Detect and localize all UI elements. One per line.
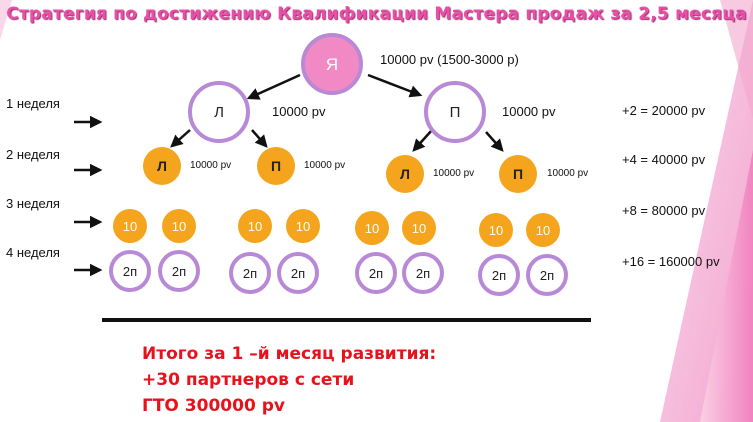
level3-node: 10 xyxy=(355,211,389,245)
level3-node-label: 10 xyxy=(123,219,137,234)
total-week-4: +16 = 160000 pv xyxy=(622,254,720,269)
root-node: Я xyxy=(301,33,363,95)
level4-node-label: 2п xyxy=(123,264,137,279)
level1-left-value: 10000 pv xyxy=(272,104,326,119)
level2-node-1: Л xyxy=(143,147,181,185)
level3-node: 10 xyxy=(162,209,196,243)
level3-node: 10 xyxy=(402,211,436,245)
total-week-2: +4 = 40000 pv xyxy=(622,152,706,167)
level4-node-label: 2п xyxy=(492,268,506,283)
level4-node: 2п xyxy=(229,252,271,294)
level4-node: 2п xyxy=(478,254,520,296)
level2-node-4-label: П xyxy=(513,166,523,182)
level3-node: 10 xyxy=(286,209,320,243)
arrow-left-to-p xyxy=(251,129,268,148)
total-week-1: +2 = 20000 pv xyxy=(622,103,706,118)
level1-node-left-label: Л xyxy=(214,104,224,121)
level1-node-right: П xyxy=(424,81,486,143)
level4-node-label: 2п xyxy=(416,266,430,281)
level1-right-value: 10000 pv xyxy=(502,104,556,119)
level3-node: 10 xyxy=(526,213,560,247)
level3-node-label: 10 xyxy=(489,223,503,238)
level3-node: 10 xyxy=(479,213,513,247)
level4-node: 2п xyxy=(277,252,319,294)
level4-node-label: 2п xyxy=(540,268,554,283)
level3-node-label: 10 xyxy=(365,221,379,236)
root-value-label: 10000 pv (1500-3000 р) xyxy=(380,52,519,67)
level4-node-label: 2п xyxy=(291,266,305,281)
slide-title: Стратегия по достижению Квалификации Мас… xyxy=(6,4,747,24)
level3-node: 10 xyxy=(113,209,147,243)
arrow-root-to-right xyxy=(367,73,423,98)
level2-node-3: Л xyxy=(386,155,424,193)
level1-node-left: Л xyxy=(188,81,250,143)
root-node-label: Я xyxy=(326,55,338,74)
week-2-label: 2 неделя xyxy=(6,147,60,162)
level3-node-label: 10 xyxy=(412,221,426,236)
level2-node-3-label: Л xyxy=(400,166,410,182)
arrow-root-to-left xyxy=(246,73,301,100)
total-week-3: +8 = 80000 pv xyxy=(622,203,706,218)
level2-4-value: 10000 pv xyxy=(547,168,589,179)
decor-right-shape-3 xyxy=(720,0,753,120)
decor-right-shape-2 xyxy=(700,150,753,422)
level3-node-label: 10 xyxy=(248,219,262,234)
level3-node: 10 xyxy=(238,209,272,243)
arrow-left-to-l xyxy=(170,129,191,148)
level4-node: 2п xyxy=(402,252,444,294)
week-4-label: 4 неделя xyxy=(6,245,60,260)
level2-node-2: П xyxy=(257,147,295,185)
arrow-right-to-l xyxy=(412,129,433,152)
level2-node-4: П xyxy=(499,155,537,193)
summary-line-1: Итого за 1 –й месяц развития: xyxy=(142,344,437,364)
level2-3-value: 10000 pv xyxy=(433,168,475,179)
level4-node-label: 2п xyxy=(243,266,257,281)
level4-node: 2п xyxy=(158,250,200,292)
level2-node-1-label: Л xyxy=(157,158,167,174)
level2-2-value: 10000 pv xyxy=(304,160,346,171)
week-3-label: 3 неделя xyxy=(6,196,60,211)
level4-node-label: 2п xyxy=(172,264,186,279)
level3-node-label: 10 xyxy=(296,219,310,234)
arrow-right-to-p xyxy=(485,131,504,152)
level1-node-right-label: П xyxy=(450,104,461,121)
level2-1-value: 10000 pv xyxy=(190,160,232,171)
level3-node-label: 10 xyxy=(536,223,550,238)
level4-node: 2п xyxy=(109,250,151,292)
week-1-label: 1 неделя xyxy=(6,96,60,111)
summary-line-2: +30 партнеров с сети xyxy=(142,370,355,390)
level4-node: 2п xyxy=(355,252,397,294)
decor-left-shape xyxy=(0,0,12,40)
level3-node-label: 10 xyxy=(172,219,186,234)
level4-node-label: 2п xyxy=(369,266,383,281)
level4-node: 2п xyxy=(526,254,568,296)
summary-line-3: ГТО 300000 pv xyxy=(142,396,285,416)
level2-node-2-label: П xyxy=(271,158,281,174)
